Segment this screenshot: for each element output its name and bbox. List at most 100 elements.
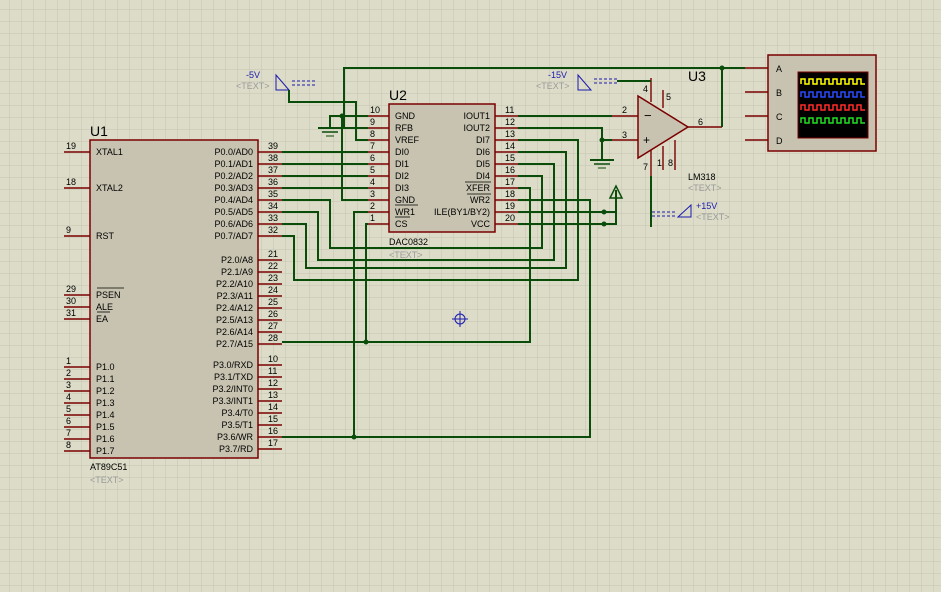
u2-ref: U2 (389, 87, 407, 103)
pin-number: 14 (505, 141, 515, 151)
pin-label: DI1 (395, 159, 409, 169)
pin-number: 27 (268, 321, 278, 331)
u3-minus: − (644, 108, 652, 123)
wire-opamp-pos15 (650, 176, 652, 227)
u2-right-pins: 11IOUT112IOUT213DI714DI615DI516DI417XFER… (434, 105, 518, 229)
pin-number: 6 (66, 416, 71, 426)
pin-label: DI4 (476, 171, 490, 181)
pin-number: 11 (505, 105, 514, 115)
power-terminal-icon (608, 184, 624, 199)
pin-number: 16 (505, 165, 515, 175)
u3-value: LM318 (688, 172, 716, 182)
pin-label: P1.7 (96, 446, 115, 456)
pin-number: 38 (268, 153, 278, 163)
u2-body[interactable] (388, 103, 496, 233)
wire-p04 (282, 175, 543, 249)
pin-number: 12 (268, 378, 278, 388)
pin-label: P2.1/A9 (221, 267, 253, 277)
u3-triangle[interactable] (637, 94, 690, 160)
pin-number: 3 (370, 189, 375, 199)
pin-number: 17 (268, 438, 278, 448)
u2-dac[interactable]: U2 DAC0832 <TEXT> 10GND9RFB8VREF7DI06DI1… (368, 87, 518, 260)
scope-channel-label: B (776, 88, 782, 98)
pin-label: P1.2 (96, 386, 115, 396)
pin-label: DI0 (395, 147, 409, 157)
u3-opamp[interactable]: U3 − + 2 3 6 4 7 5 1 8 LM318 <TEXT> (612, 68, 722, 193)
wire-p36-wr1 (353, 211, 368, 437)
pin-number: 36 (268, 177, 278, 187)
pin-number: 18 (505, 189, 515, 199)
pin-number: 4 (66, 392, 71, 402)
pin-number: 23 (268, 273, 278, 283)
scope-channel-label: A (776, 64, 782, 74)
pin-label: P0.0/AD0 (214, 147, 253, 157)
pin-label: IOUT2 (463, 123, 490, 133)
pin-label: P2.7/A15 (216, 339, 253, 349)
rail-neg15-label: -15V (548, 70, 567, 80)
rail-neg15[interactable]: -15V <TEXT> (536, 70, 617, 91)
rail-pos15-text: <TEXT> (696, 212, 730, 222)
pin-label: P2.6/A14 (216, 327, 253, 337)
wire-p06 (282, 151, 567, 269)
pin-number: 35 (268, 189, 278, 199)
pin-number: 2 (66, 368, 71, 378)
pin-label: P2.3/A11 (217, 291, 253, 301)
u3-pin8-num: 8 (668, 158, 673, 168)
pin-number: 6 (370, 153, 375, 163)
rail-pos15-arrow-icon (676, 203, 692, 218)
wire-vcc (518, 212, 617, 225)
pin-number: 29 (66, 284, 76, 294)
rail-pos15-label: +15V (696, 201, 717, 211)
pin-number: 19 (505, 201, 515, 211)
scope-trace (800, 78, 865, 85)
pin-label: P3.2/INT0 (212, 384, 253, 394)
pin-number: 7 (370, 141, 375, 151)
pin-number: 7 (66, 428, 71, 438)
u2-text-placeholder: <TEXT> (389, 250, 423, 260)
rail-neg15-text: <TEXT> (536, 81, 570, 91)
pin-number: 39 (268, 141, 278, 151)
u3-plus: + (643, 133, 650, 147)
pin-label: P0.2/AD2 (214, 171, 253, 181)
pin-label: DI7 (476, 135, 490, 145)
pin-number: 15 (268, 414, 278, 424)
pin-label: RST (96, 231, 115, 241)
pin-number: 26 (268, 309, 278, 319)
u1-microcontroller[interactable]: U1 AT89C51 <TEXT> 19XTAL118XTAL29RST29PS… (64, 123, 282, 485)
pin-number: 2 (370, 201, 375, 211)
pin-label: EA (96, 314, 108, 324)
pin-number: 12 (505, 117, 515, 127)
pin-label: P1.5 (96, 422, 115, 432)
rail-pos15[interactable]: +15V <TEXT> (652, 201, 730, 222)
u1-body[interactable] (89, 139, 259, 459)
rail-neg5-arrow-icon (275, 73, 291, 91)
pin-label: P1.4 (96, 410, 115, 420)
pin-label: DI5 (476, 159, 490, 169)
pin-number: 16 (268, 426, 278, 436)
u1-value: AT89C51 (90, 462, 127, 472)
pin-label: P1.1 (96, 374, 115, 384)
u3-text-placeholder: <TEXT> (688, 183, 722, 193)
pin-number: 14 (268, 402, 278, 412)
pin-number: 4 (370, 177, 375, 187)
pin-label: WR2 (470, 195, 490, 205)
pin-number: 22 (268, 261, 278, 271)
pin-label: XTAL1 (96, 147, 123, 157)
pin-label: P0.7/AD7 (214, 231, 253, 241)
pin-number: 18 (66, 177, 76, 187)
pin-number: 8 (370, 129, 375, 139)
pin-label: RFB (395, 123, 413, 133)
pin-number: 21 (268, 249, 278, 259)
u2-left-pins: 10GND9RFB8VREF7DI06DI15DI24DI33GND2WR11C… (368, 105, 420, 229)
origin-crosshair-icon (452, 311, 468, 327)
pin-label: CS (395, 219, 408, 229)
scope-traces (800, 78, 865, 124)
pin-label: GND (395, 111, 416, 121)
pin-label: ILE(BY1/BY2) (434, 207, 490, 217)
pin-number: 17 (505, 177, 515, 187)
rail-neg5[interactable]: -5V <TEXT> (236, 70, 316, 91)
wires (282, 65, 768, 440)
